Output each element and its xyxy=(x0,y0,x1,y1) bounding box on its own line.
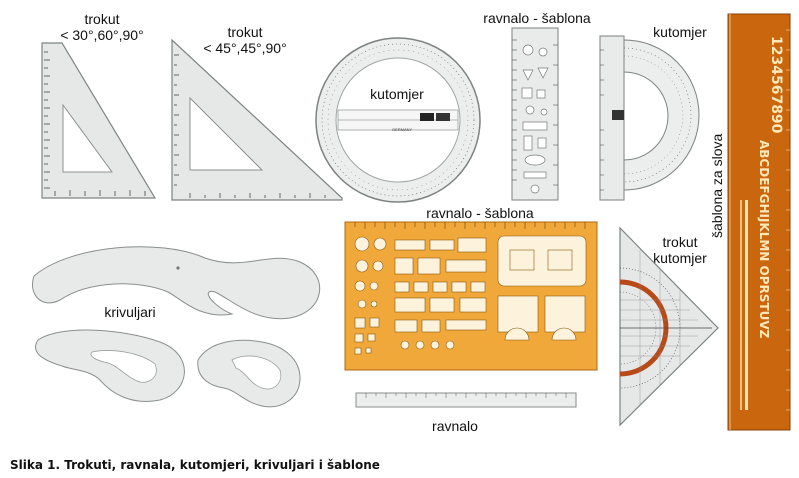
label-trokut-kutomjer: trokut kutomjer xyxy=(640,234,720,266)
label-ravnalo: ravnalo xyxy=(432,418,478,434)
label-trokut-kutomjer-line1: trokut xyxy=(662,234,698,250)
label-ravnalo-sablona-mid: ravnalo - šablona xyxy=(426,205,534,221)
label-kutomjer-round: kutomjer xyxy=(362,86,432,102)
figure-caption: Slika 1. Trokuti, ravnala, kutomjeri, kr… xyxy=(10,458,380,472)
label-trokut-1-line2: < 30°,60°,90° xyxy=(60,27,144,43)
stencil-letters-large: ABCDEFGHIJKLMN OPRSTUVZ xyxy=(757,140,771,339)
label-kutomjer-top: kutomjer xyxy=(653,24,707,40)
label-ravnalo-sablona-top: ravnalo - šablona xyxy=(483,10,591,26)
stencil-digits: 1234567890 xyxy=(768,36,784,134)
label-trokut-1-line1: trokut xyxy=(84,11,120,27)
label-trokut-2-line1: trokut xyxy=(227,24,263,40)
protractor-brand-text: GERMANY xyxy=(392,127,413,132)
label-trokut-45-45-90: trokut < 45°,45°,90° xyxy=(185,24,305,56)
label-trokut-2-line2: < 45°,45°,90° xyxy=(203,40,287,56)
label-krivuljari: krivuljari xyxy=(104,304,156,320)
label-trokut-30-60-90: trokut < 30°,60°,90° xyxy=(42,11,162,43)
label-trokut-kutomjer-line2: kutomjer xyxy=(653,250,707,266)
